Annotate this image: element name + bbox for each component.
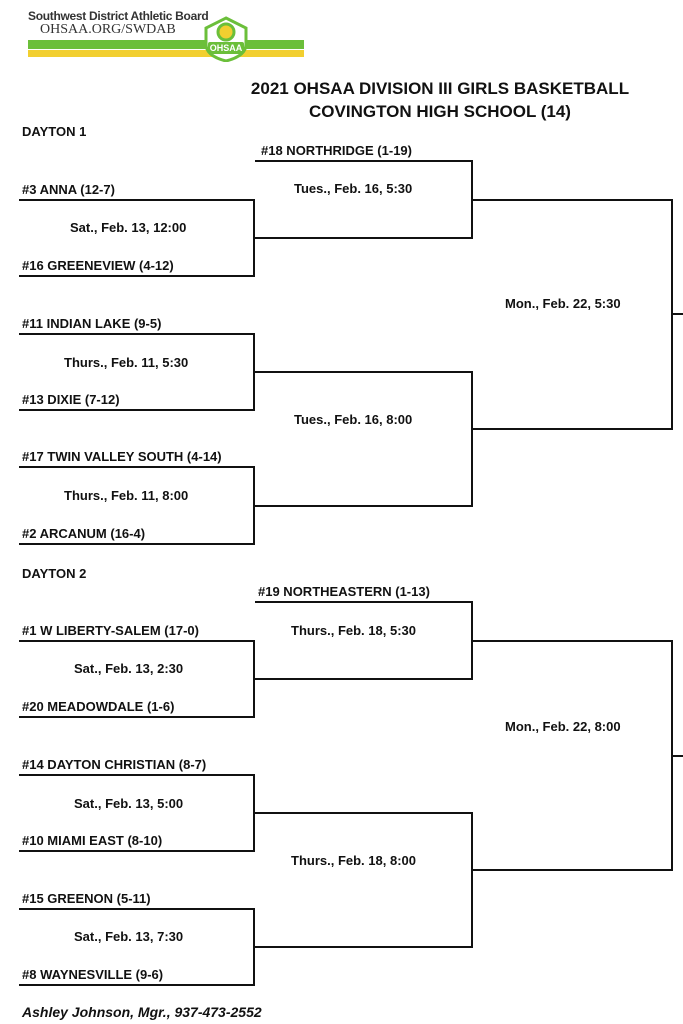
org-url: OHSAA.ORG/SWDAB xyxy=(40,22,176,37)
line-d2-g3-winner xyxy=(255,946,473,948)
line-arcanum xyxy=(19,543,255,545)
team-northeastern: #19 NORTHEASTERN (1-13) xyxy=(258,584,430,599)
game-d1-g3: Thurs., Feb. 11, 8:00 xyxy=(64,488,189,503)
team-indian-lake: #11 INDIAN LAKE (9-5) xyxy=(22,316,162,331)
org-name: Southwest District Athletic Board xyxy=(28,9,209,23)
game-d2-g3: Sat., Feb. 13, 7:30 xyxy=(74,929,184,944)
game-d2-g2: Sat., Feb. 13, 5:00 xyxy=(74,796,184,811)
line-d2-g5-winner xyxy=(473,869,673,871)
line-northridge xyxy=(255,160,473,162)
connector-g1 xyxy=(253,199,255,277)
team-dayton-christian: #14 DAYTON CHRISTIAN (8-7) xyxy=(22,757,207,772)
logo-wordmark: OHSAA xyxy=(209,43,243,53)
connector-d2-g1 xyxy=(253,640,255,718)
line-anna xyxy=(19,199,255,201)
line-final-2-out xyxy=(671,755,683,757)
line-waynesville xyxy=(19,984,255,986)
line-miami-east xyxy=(19,850,255,852)
logo-yellow-stripe xyxy=(28,50,304,57)
team-twin-valley-south: #17 TWIN VALLEY SOUTH (4-14) xyxy=(22,449,222,464)
line-g3-winner xyxy=(255,505,473,507)
team-dixie: #13 DIXIE (7-12) xyxy=(22,392,120,407)
line-dixie xyxy=(19,409,255,411)
line-d2-g1-winner xyxy=(255,678,473,680)
logo-green-stripe xyxy=(28,40,304,49)
manager-contact: Ashley Johnson, Mgr., 937-473-2552 xyxy=(22,1004,262,1020)
game-d1-g2: Thurs., Feb. 11, 5:30 xyxy=(64,355,189,370)
connector-d2-g2 xyxy=(253,774,255,852)
game-d2-g5: Thurs., Feb. 18, 8:00 xyxy=(291,853,416,868)
game-d2-g4: Thurs., Feb. 18, 5:30 xyxy=(291,623,416,638)
team-waynesville: #8 WAYNESVILLE (9-6) xyxy=(22,967,164,982)
game-d1-g5: Tues., Feb. 16, 8:00 xyxy=(294,412,413,427)
connector-d2-g4 xyxy=(471,601,473,680)
team-northridge: #18 NORTHRIDGE (1-19) xyxy=(261,143,412,158)
game-d1-g1: Sat., Feb. 13, 12:00 xyxy=(70,220,187,235)
game-d1-g4: Tues., Feb. 16, 5:30 xyxy=(294,181,413,196)
line-d2-g2-winner xyxy=(255,812,473,814)
line-g4-winner xyxy=(473,199,673,201)
team-miami-east: #10 MIAMI EAST (8-10) xyxy=(22,833,163,848)
line-g1-winner xyxy=(255,237,473,239)
game-d1-final: Mon., Feb. 22, 5:30 xyxy=(505,296,621,311)
ohsaa-logo-icon: OHSAA xyxy=(200,16,252,63)
line-greenon xyxy=(19,908,255,910)
connector-d2-g5 xyxy=(471,812,473,948)
line-w-liberty xyxy=(19,640,255,642)
team-greenon: #15 GREENON (5-11) xyxy=(22,891,151,906)
team-meadowdale: #20 MEADOWDALE (1-6) xyxy=(22,699,175,714)
team-greeneview: #16 GREENEVIEW (4-12) xyxy=(22,258,174,273)
connector-g2 xyxy=(253,333,255,411)
connector-g4 xyxy=(471,160,473,239)
line-indian-lake xyxy=(19,333,255,335)
connector-g5 xyxy=(471,371,473,507)
line-twin-valley xyxy=(19,466,255,468)
bracket-title: 2021 OHSAA DIVISION III GIRLS BASKETBALL xyxy=(250,79,630,98)
line-dayton-christian xyxy=(19,774,255,776)
team-anna: #3 ANNA (12-7) xyxy=(22,182,115,197)
line-d2-g4-winner xyxy=(473,640,673,642)
line-greeneview xyxy=(19,275,255,277)
game-d2-final: Mon., Feb. 22, 8:00 xyxy=(505,719,621,734)
line-meadowdale xyxy=(19,716,255,718)
bracket-subtitle: COVINGTON HIGH SCHOOL (14) xyxy=(309,102,571,121)
line-final-1-out xyxy=(671,313,683,315)
connector-d2-g3 xyxy=(253,908,255,986)
game-d2-g1: Sat., Feb. 13, 2:30 xyxy=(74,661,184,676)
section-label-dayton-1: DAYTON 1 xyxy=(22,124,87,139)
connector-g3 xyxy=(253,466,255,545)
team-arcanum: #2 ARCANUM (16-4) xyxy=(22,526,146,541)
line-g2-winner xyxy=(255,371,473,373)
section-label-dayton-2: DAYTON 2 xyxy=(22,566,87,581)
line-g5-winner xyxy=(473,428,673,430)
team-w-liberty-salem: #1 W LIBERTY-SALEM (17-0) xyxy=(22,623,199,638)
line-northeastern xyxy=(255,601,473,603)
